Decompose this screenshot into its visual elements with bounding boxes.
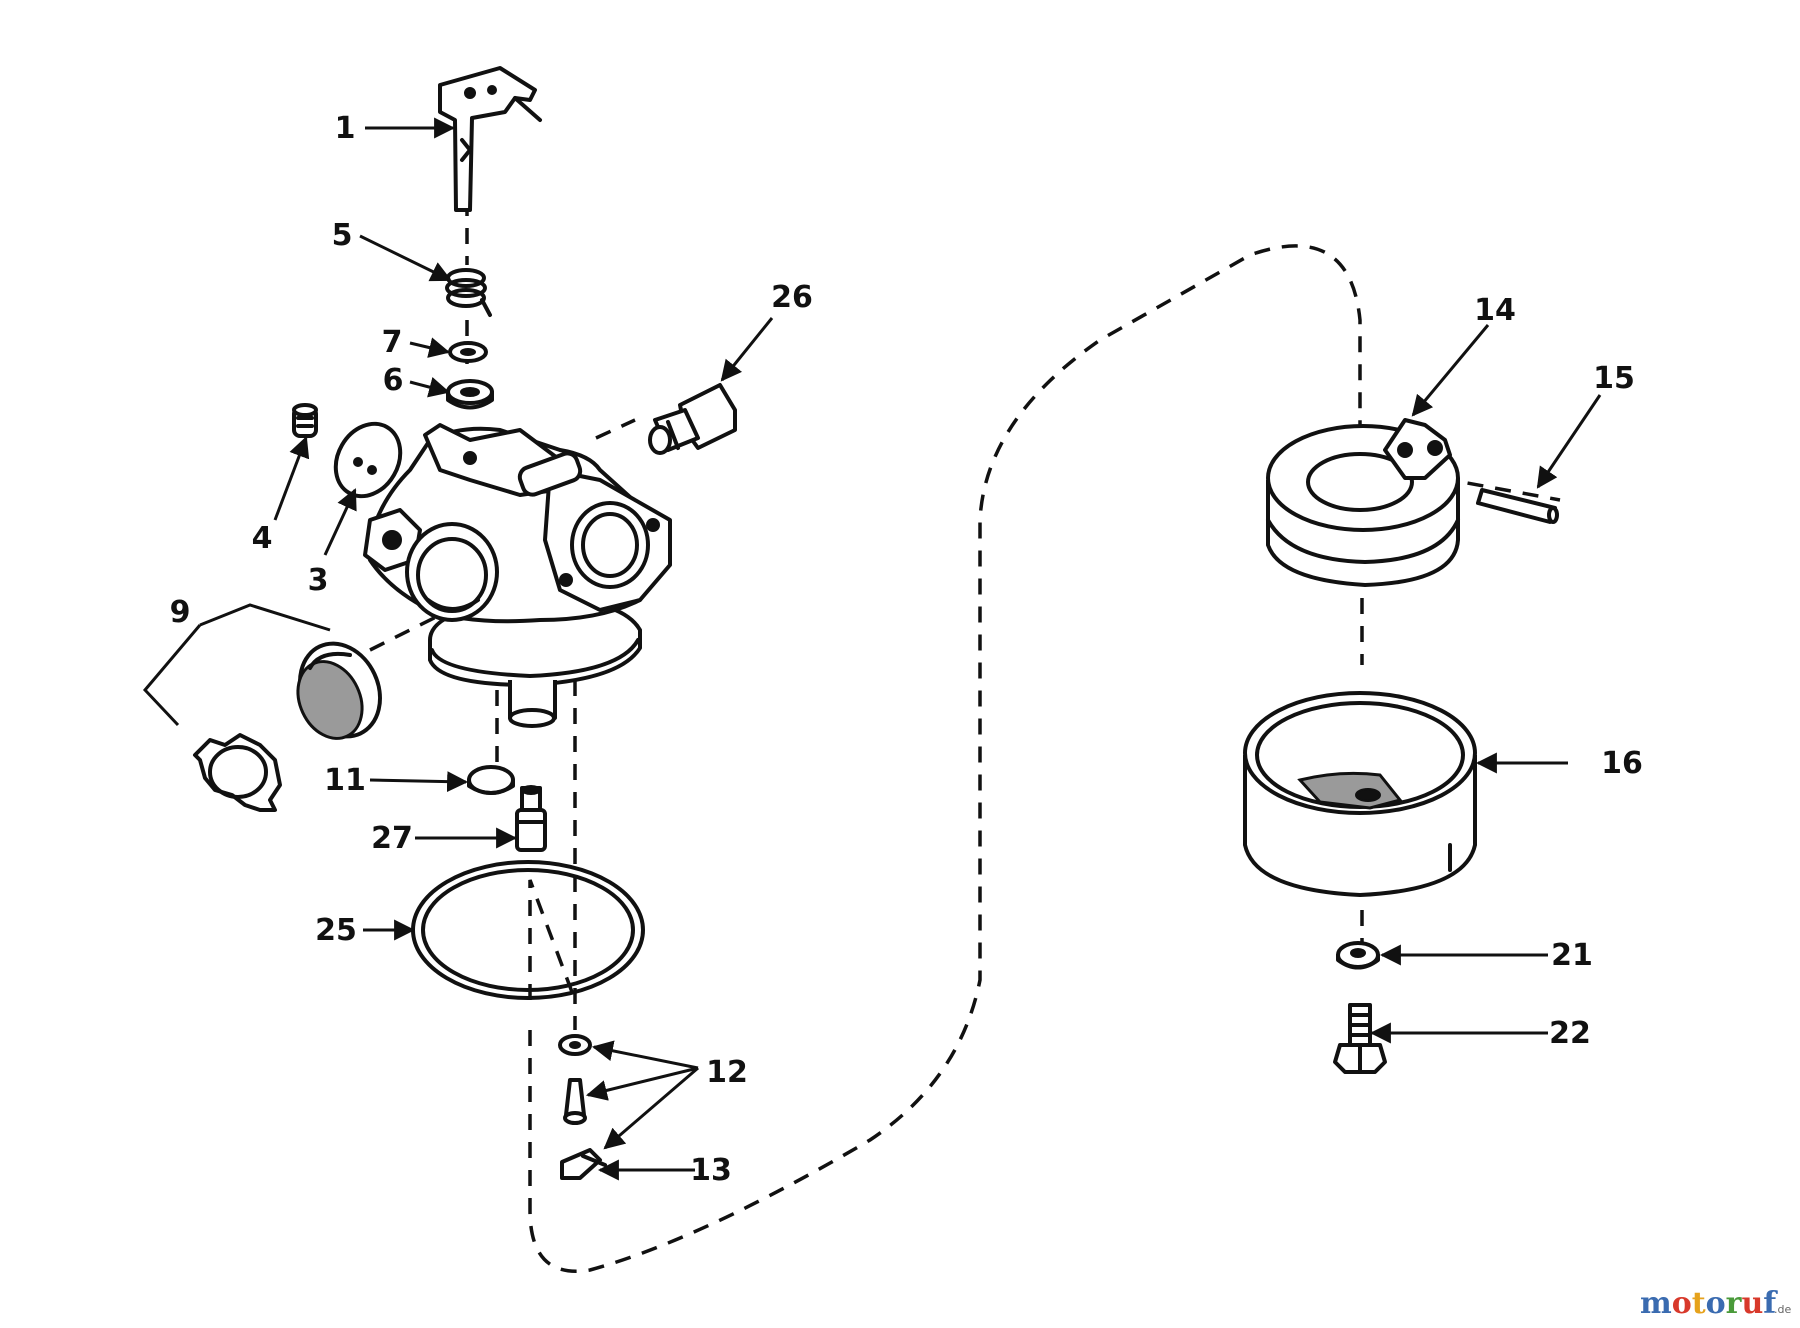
part-9-primer-bulb [193, 641, 382, 812]
part-labels: 1 5 7 6 4 3 26 9 11 27 25 12 13 14 15 16… [170, 111, 1643, 1188]
part-13-clip [560, 1148, 607, 1180]
part-22-bowl-nut [1333, 1003, 1387, 1074]
part-16-float-bowl [1243, 691, 1477, 897]
part-6-seal [446, 379, 494, 410]
label-21: 21 [1551, 938, 1593, 973]
label-12: 12 [706, 1055, 748, 1090]
label-5: 5 [332, 218, 353, 253]
label-26: 26 [771, 280, 813, 315]
part-12-needle-valve [558, 1034, 592, 1125]
part-25-gasket [411, 860, 645, 1000]
motoruf-watermark-logo: motoruf .de [1640, 1286, 1791, 1321]
leader-lines [142, 117, 1602, 1181]
label-6: 6 [383, 363, 404, 398]
label-1: 1 [335, 111, 356, 146]
label-25: 25 [315, 913, 357, 948]
part-26-fuel-inlet [648, 383, 737, 455]
part-27-nozzle [515, 785, 547, 852]
part-7-washer [448, 341, 488, 363]
part-5-spring [445, 268, 492, 317]
watermark-letter: m [1640, 1286, 1672, 1321]
label-4: 4 [252, 521, 273, 556]
label-7: 7 [382, 325, 403, 360]
part-15-float-pin [1476, 488, 1559, 524]
label-11: 11 [324, 763, 366, 798]
watermark-letter: f [1763, 1286, 1778, 1321]
carburetor-body [363, 423, 672, 728]
watermark-letter: o [1672, 1286, 1692, 1321]
label-15: 15 [1593, 361, 1635, 396]
watermark-letter: u [1741, 1286, 1763, 1321]
label-27: 27 [371, 821, 413, 856]
label-16: 16 [1601, 746, 1643, 781]
part-21-washer [1336, 941, 1380, 970]
label-13: 13 [690, 1153, 732, 1188]
watermark-letter: r [1726, 1286, 1743, 1321]
watermark-brand: motoruf [1640, 1286, 1778, 1321]
part-1-choke-shaft [438, 66, 542, 212]
watermark-letter: o [1706, 1286, 1726, 1321]
label-9: 9 [170, 595, 191, 630]
label-3: 3 [308, 563, 329, 598]
part-4-screw [292, 403, 318, 438]
label-14: 14 [1474, 293, 1516, 328]
watermark-letter: t [1692, 1286, 1706, 1321]
label-22: 22 [1549, 1016, 1591, 1051]
part-11-plug [467, 765, 515, 795]
part-14-float [1266, 418, 1460, 587]
watermark-suffix: .de [1774, 1303, 1791, 1316]
